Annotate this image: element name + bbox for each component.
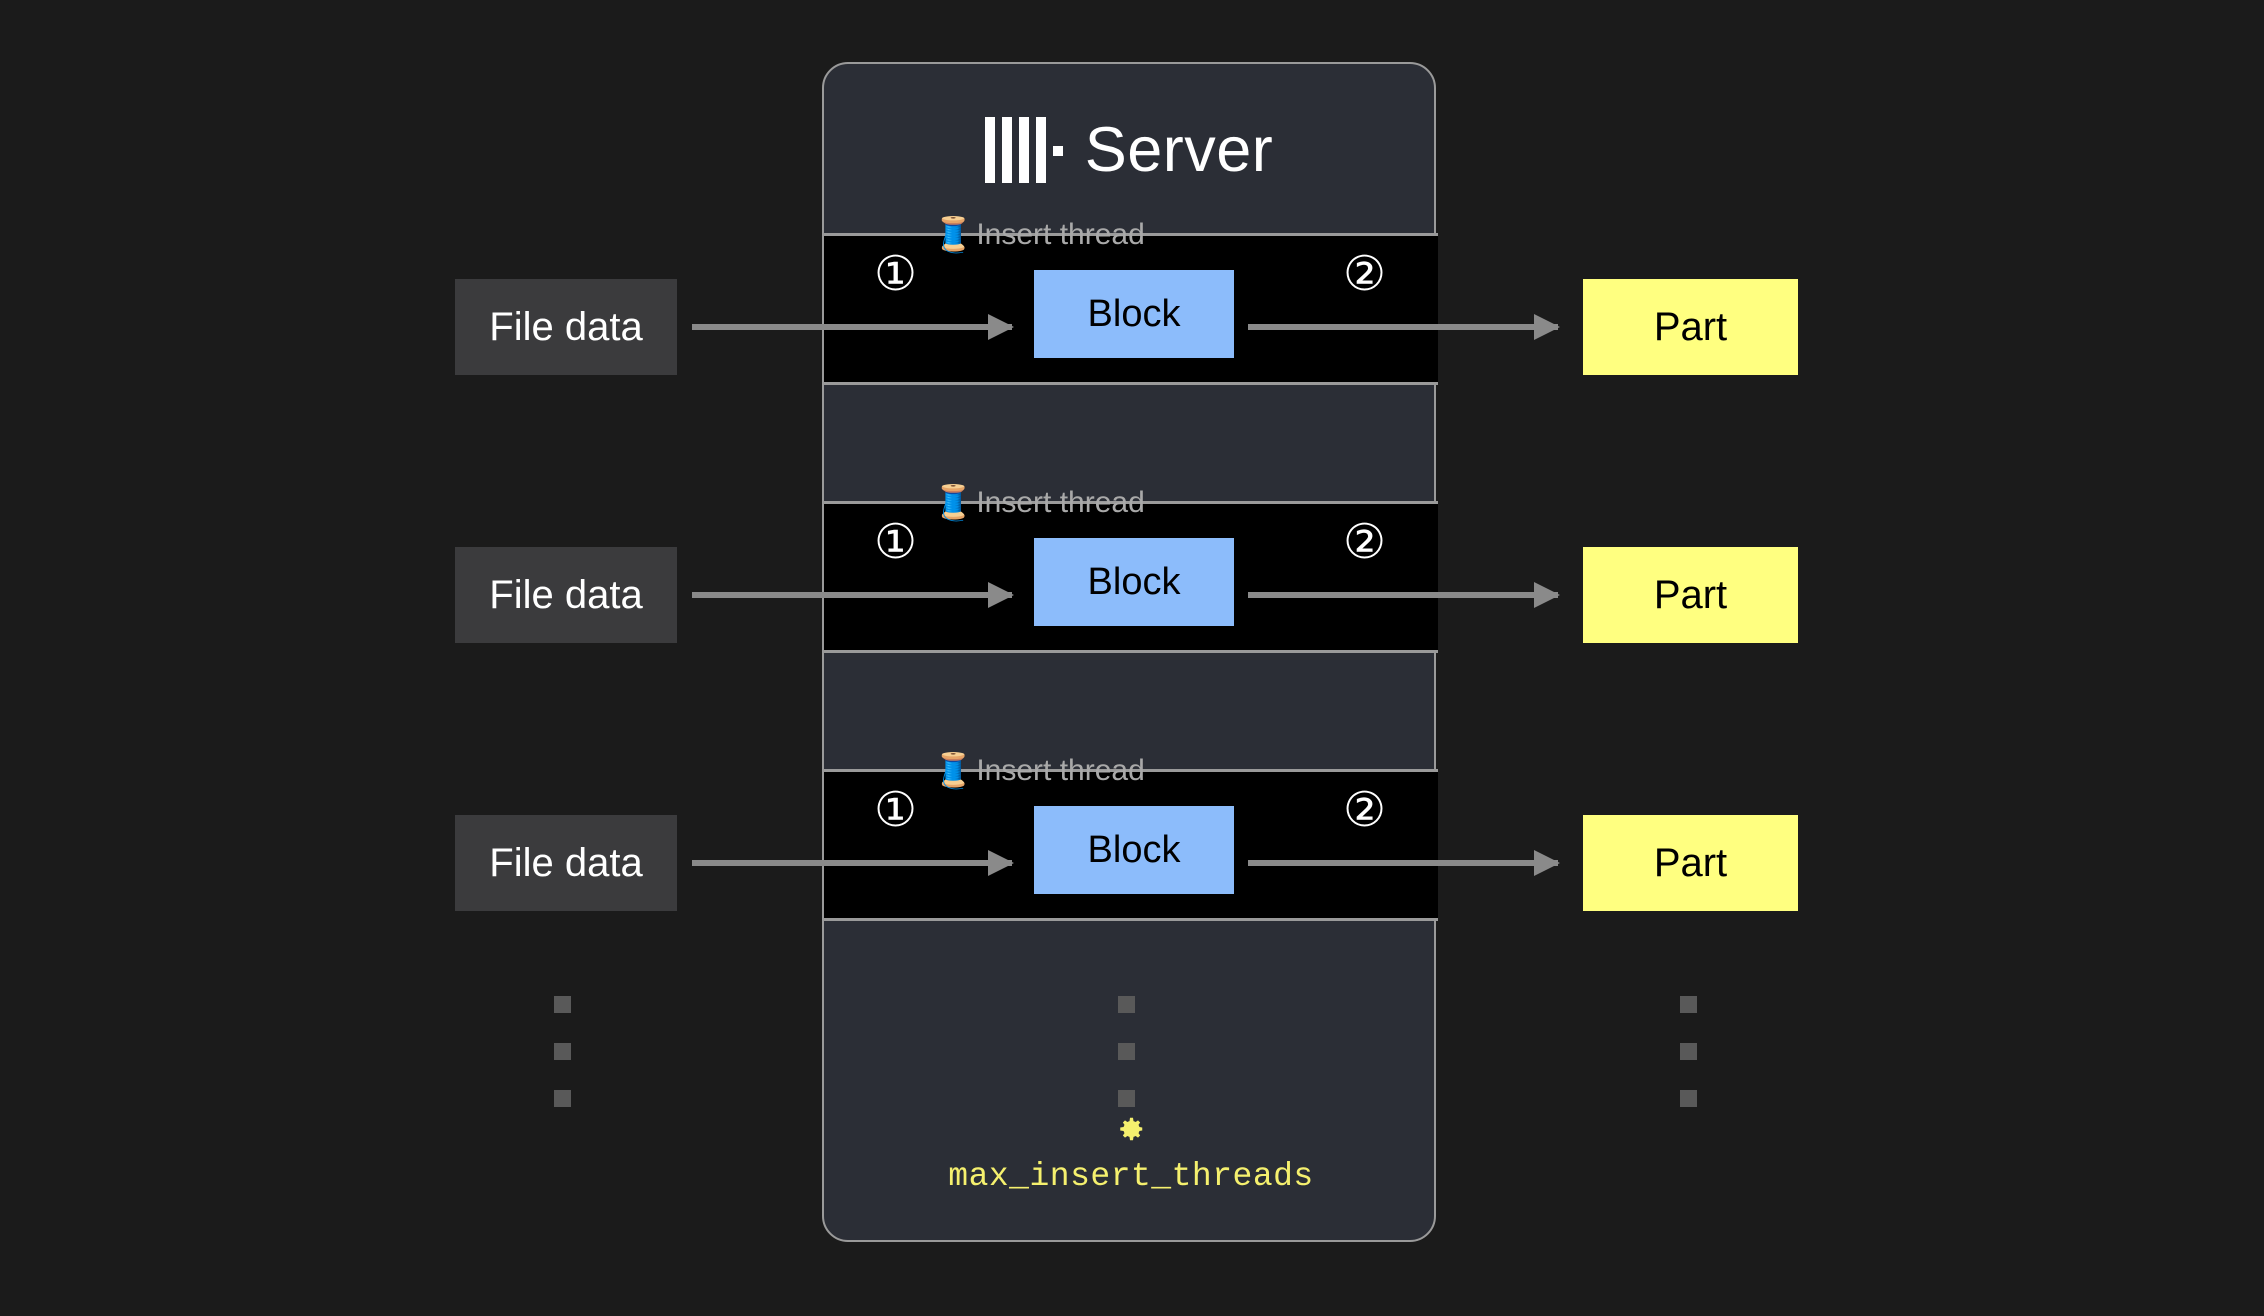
insert-thread-row-2: 🧵 Insert thread ① ② Block <box>824 486 1438 653</box>
ellipsis-right <box>1680 996 1697 1107</box>
block-box: Block <box>1034 270 1234 358</box>
setting-footer: max_insert_threads <box>824 1114 1438 1193</box>
file-data-label: File data <box>489 573 643 617</box>
ellipsis-square <box>554 1043 571 1060</box>
thread-spool-icon: 🧵 <box>932 751 975 791</box>
ellipsis-center <box>1118 996 1135 1107</box>
insert-thread-label-group: 🧵 Insert thread <box>932 752 1145 790</box>
block-label: Block <box>1087 561 1181 603</box>
file-data-label: File data <box>489 841 643 885</box>
block-box: Block <box>1034 538 1234 626</box>
gear-icon <box>1116 1114 1146 1148</box>
insert-thread-label: Insert thread <box>976 486 1145 519</box>
insert-thread-row-3: 🧵 Insert thread ① ② Block <box>824 754 1438 921</box>
insert-thread-label-group: 🧵 Insert thread <box>932 216 1145 254</box>
step-number-out: ② <box>1342 246 1386 302</box>
part-box-1: Part <box>1583 279 1798 375</box>
arrow-file-to-block-2 <box>692 582 1014 608</box>
arrow-file-to-block-3 <box>692 850 1014 876</box>
file-data-label: File data <box>489 305 643 349</box>
part-label: Part <box>1653 841 1728 885</box>
arrow-file-to-block-1 <box>692 314 1014 340</box>
file-data-box-2: File data <box>455 547 677 643</box>
part-label: Part <box>1653 305 1728 349</box>
arrow-block-to-part-1 <box>1248 314 1560 340</box>
ellipsis-square <box>1118 1090 1135 1107</box>
ellipsis-left <box>554 996 571 1107</box>
ellipsis-square <box>1680 1043 1697 1060</box>
insert-thread-label: Insert thread <box>976 754 1145 787</box>
file-data-box-1: File data <box>455 279 677 375</box>
ellipsis-square <box>554 1090 571 1107</box>
ellipsis-square <box>1680 1090 1697 1107</box>
block-box: Block <box>1034 806 1234 894</box>
ellipsis-square <box>554 996 571 1013</box>
thread-spool-icon: 🧵 <box>932 483 975 523</box>
step-number-in: ① <box>874 514 918 570</box>
server-header: Server <box>824 64 1434 236</box>
part-label: Part <box>1653 573 1728 617</box>
block-label: Block <box>1087 829 1181 871</box>
insert-thread-label: Insert thread <box>976 218 1145 251</box>
step-number-out: ② <box>1342 782 1386 838</box>
thread-spool-icon: 🧵 <box>932 215 975 255</box>
step-number-in: ① <box>874 246 918 302</box>
insert-thread-label-group: 🧵 Insert thread <box>932 484 1145 522</box>
setting-name-label: max_insert_threads <box>948 1158 1314 1195</box>
part-box-3: Part <box>1583 815 1798 911</box>
insert-thread-row-1: 🧵 Insert thread ① ② Block <box>824 218 1438 385</box>
ellipsis-square <box>1680 996 1697 1013</box>
block-label: Block <box>1087 293 1181 335</box>
server-title: Server <box>1084 114 1274 185</box>
ellipsis-square <box>1118 1043 1135 1060</box>
arrow-block-to-part-2 <box>1248 582 1560 608</box>
part-box-2: Part <box>1583 547 1798 643</box>
arrow-block-to-part-3 <box>1248 850 1560 876</box>
file-data-box-3: File data <box>455 815 677 911</box>
step-number-out: ② <box>1342 514 1386 570</box>
step-number-in: ① <box>874 782 918 838</box>
ellipsis-square <box>1118 996 1135 1013</box>
clickhouse-logo-icon <box>984 117 1063 183</box>
